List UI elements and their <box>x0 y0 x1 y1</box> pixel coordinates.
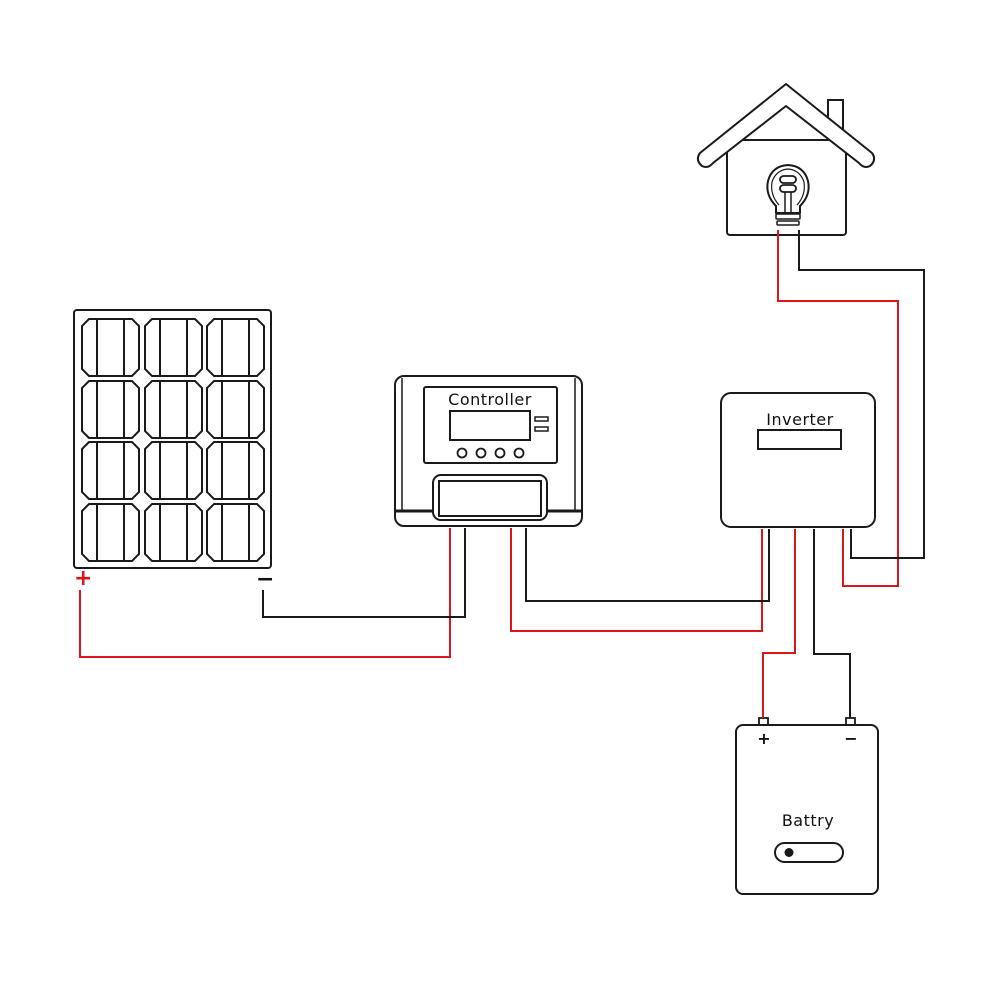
inverter-display <box>757 429 842 450</box>
solar-cell <box>81 318 140 377</box>
wire-panel-positive-to-controller <box>79 528 451 658</box>
wire-inverter-negative-to-house <box>798 230 925 559</box>
controller-terminal-inner <box>438 480 542 517</box>
battery-plus-label: + <box>757 729 770 748</box>
controller-button-2 <box>475 447 487 459</box>
battery-terminal-negative <box>845 717 856 726</box>
inverter: Inverter <box>720 392 876 528</box>
controller-button-4 <box>513 447 525 459</box>
controller-label: Controller <box>448 390 532 409</box>
battery-terminal-positive <box>758 717 769 726</box>
inverter-label: Inverter <box>766 410 833 429</box>
wire-inverter-positive-to-house <box>777 230 899 587</box>
solar-cell <box>206 503 265 562</box>
controller-button-3 <box>494 447 506 459</box>
solar-panel-cells <box>81 318 265 562</box>
light-bulb-icon <box>766 164 810 226</box>
battery-indicator <box>774 842 844 863</box>
solar-cell <box>144 380 203 439</box>
solar-cell <box>206 380 265 439</box>
solar-cell <box>144 503 203 562</box>
wire-controller-negative-to-inverter <box>525 528 770 602</box>
solar-cell <box>144 441 203 500</box>
battery-indicator-dot <box>784 848 794 857</box>
house <box>696 83 876 236</box>
charge-controller: Controller <box>394 375 583 527</box>
solar-cell <box>81 503 140 562</box>
solar-cell <box>81 441 140 500</box>
wire-panel-negative-to-controller <box>262 528 466 618</box>
solar-cell <box>206 318 265 377</box>
wire-inverter-negative-to-battery <box>813 529 851 718</box>
wire-controller-positive-to-inverter <box>510 528 763 632</box>
solar-cell <box>206 441 265 500</box>
battery-minus-label: − <box>844 729 857 748</box>
battery-label: Battry <box>782 811 834 830</box>
controller-indicator-2 <box>534 426 549 432</box>
controller-indicator-1 <box>534 416 549 422</box>
panel-plus-label: + <box>74 566 92 591</box>
house-roof <box>696 83 876 168</box>
battery-body <box>735 724 879 895</box>
controller-display <box>449 410 531 441</box>
solar-cell <box>144 318 203 377</box>
panel-minus-label: − <box>256 567 274 592</box>
wire-inverter-positive-to-battery <box>762 529 796 718</box>
inverter-body <box>720 392 876 528</box>
solar-panel <box>73 309 272 569</box>
solar-cell <box>81 380 140 439</box>
controller-button-1 <box>456 447 468 459</box>
wires <box>79 230 925 718</box>
battery: + − Battry <box>735 717 879 895</box>
